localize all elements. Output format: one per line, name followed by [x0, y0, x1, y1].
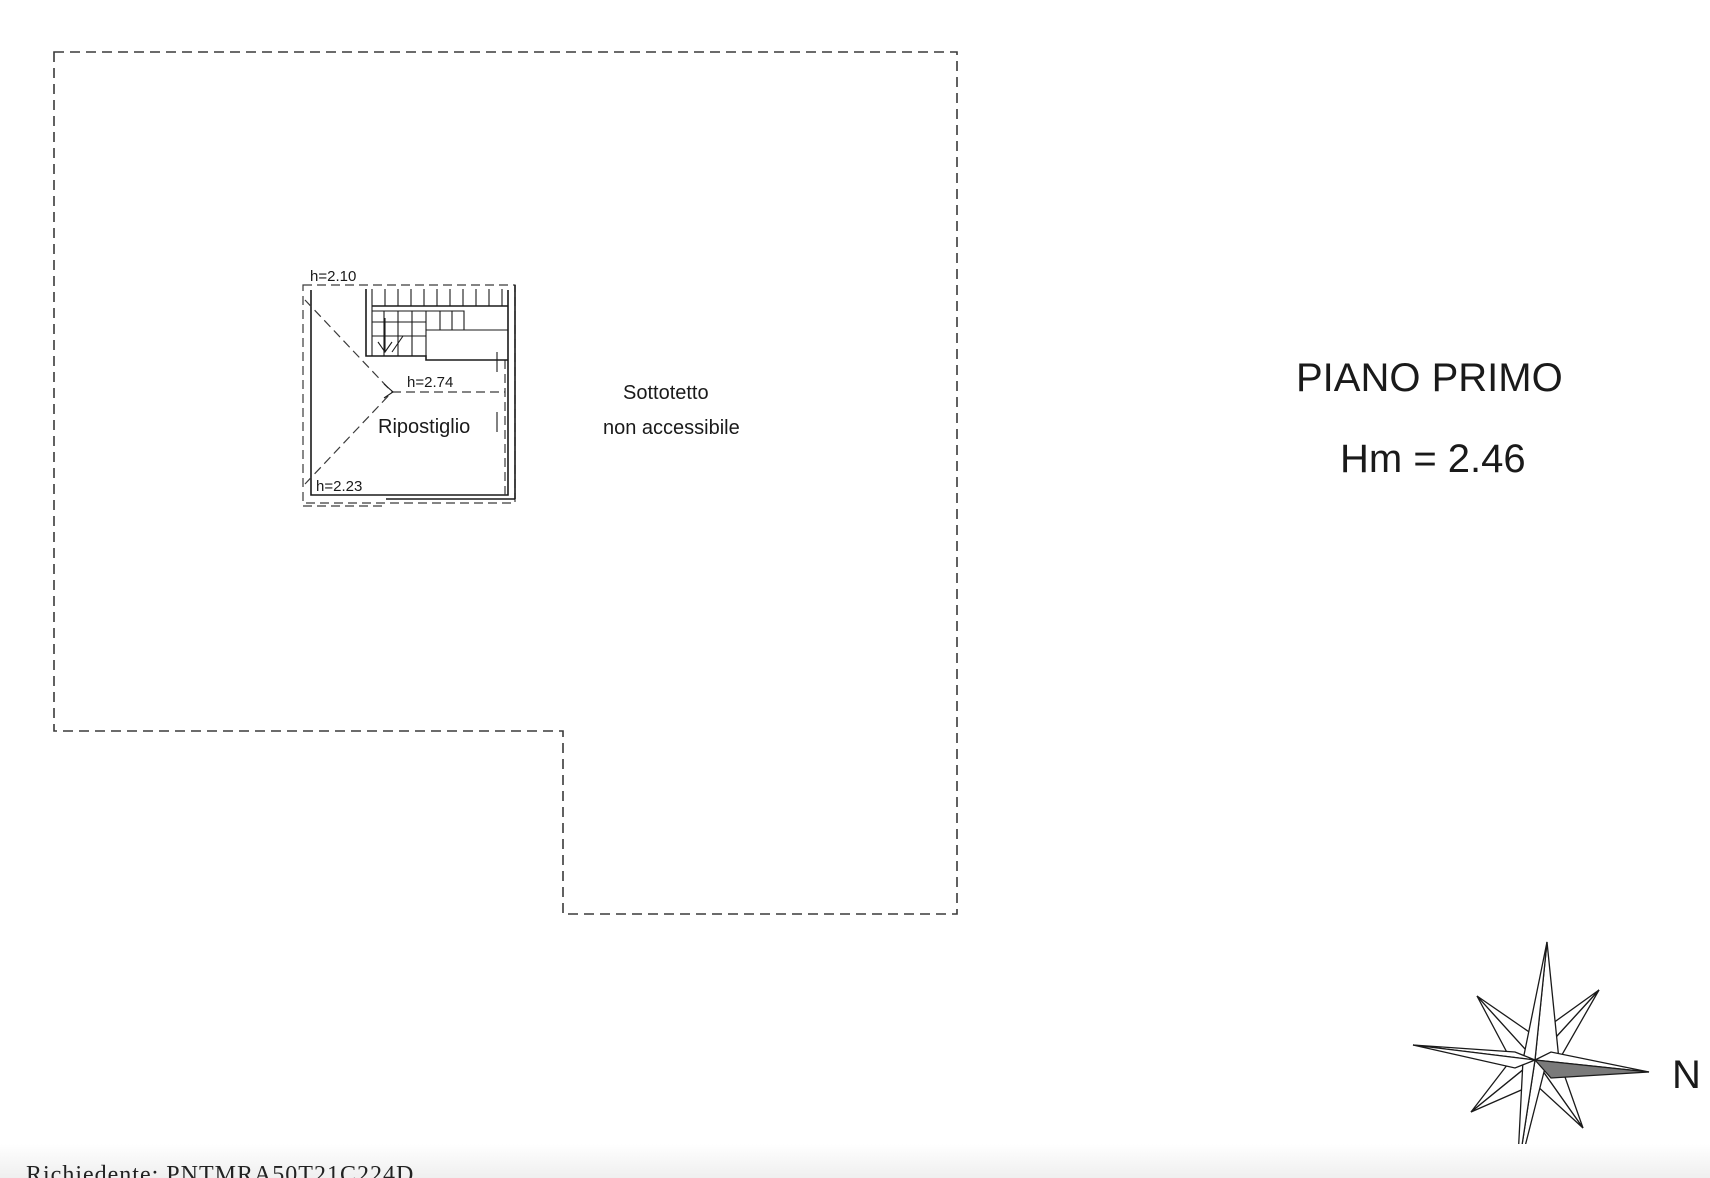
ridge-line-top — [304, 299, 393, 393]
storage-outer-dashed — [302, 284, 516, 504]
stair-treads-upper — [384, 289, 503, 306]
footer-applicant-text: Richiedente: PNTMRA50T21C224D — [26, 1162, 415, 1178]
storage-room — [302, 284, 516, 507]
footer-bar: Richiedente: PNTMRA50T21C224D — [0, 1144, 1710, 1178]
mean-height-label: Hm = 2.46 — [1340, 437, 1526, 481]
room-label-attic-line2: non accessibile — [603, 417, 740, 439]
height-label-bottom-left: h=2.23 — [316, 478, 362, 495]
staircase — [365, 289, 508, 361]
building-outline — [53, 51, 958, 915]
stair-arrow-tail — [391, 335, 404, 353]
stair-direction-arrow — [377, 318, 393, 353]
ridge-arrow — [383, 383, 394, 399]
compass-north-label: N — [1672, 1053, 1701, 1097]
floor-title: PIANO PRIMO — [1296, 356, 1563, 400]
stair-inner-wall — [425, 329, 464, 356]
room-label-storage: Ripostiglio — [378, 416, 470, 438]
room-label-attic-line1: Sottotetto — [623, 382, 709, 404]
compass-point-north-hatched — [1533, 1059, 1650, 1079]
storage-inner-wall — [310, 290, 509, 496]
height-label-top-left: h=2.10 — [310, 268, 356, 285]
stair-landing-line-2 — [372, 310, 508, 331]
compass-rose — [1412, 941, 1650, 1178]
height-label-middle: h=2.74 — [407, 374, 453, 391]
compass-point-left-b — [1412, 1044, 1536, 1069]
stair-treads-lower — [372, 311, 453, 356]
ridge-line-bottom — [304, 391, 393, 485]
